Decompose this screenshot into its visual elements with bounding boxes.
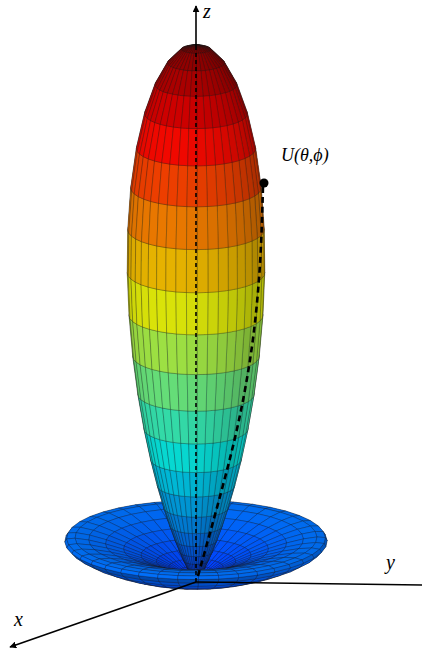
- mesh-facet: [197, 374, 207, 411]
- mesh-facet: [185, 496, 192, 517]
- mesh-facet: [67, 533, 77, 539]
- mesh-facet: [197, 472, 204, 497]
- mesh-facet: [203, 472, 211, 497]
- mesh-facet: [274, 564, 291, 571]
- mesh-facet: [312, 549, 321, 558]
- mesh-facet: [205, 410, 215, 443]
- mesh-facet: [181, 443, 190, 472]
- mesh-facet: [168, 373, 179, 411]
- mesh-facet: [121, 569, 140, 576]
- mesh-facet: [131, 236, 136, 282]
- mesh-facet: [177, 374, 187, 411]
- mesh-facet: [302, 555, 314, 563]
- mesh-facet: [138, 572, 158, 578]
- mesh-facet: [179, 410, 189, 443]
- mesh-facet: [238, 572, 258, 578]
- mesh-facet: [257, 568, 275, 575]
- mesh-facet: [72, 551, 82, 560]
- mesh-facet: [91, 561, 106, 569]
- mesh-facet: [197, 497, 203, 517]
- pattern-mesh: [65, 45, 327, 590]
- mesh-facet: [80, 556, 93, 564]
- mesh-facet: [105, 565, 122, 572]
- mesh-facet: [183, 472, 191, 497]
- mesh-facet: [204, 443, 213, 472]
- mesh-facet: [191, 497, 197, 517]
- mesh-facet: [196, 517, 201, 534]
- mesh-facet: [289, 560, 303, 568]
- mesh-facet: [196, 533, 200, 546]
- mesh-facet: [206, 374, 217, 411]
- mesh-facet: [197, 444, 205, 473]
- mesh-facet: [197, 411, 206, 444]
- mesh-facet: [316, 537, 326, 544]
